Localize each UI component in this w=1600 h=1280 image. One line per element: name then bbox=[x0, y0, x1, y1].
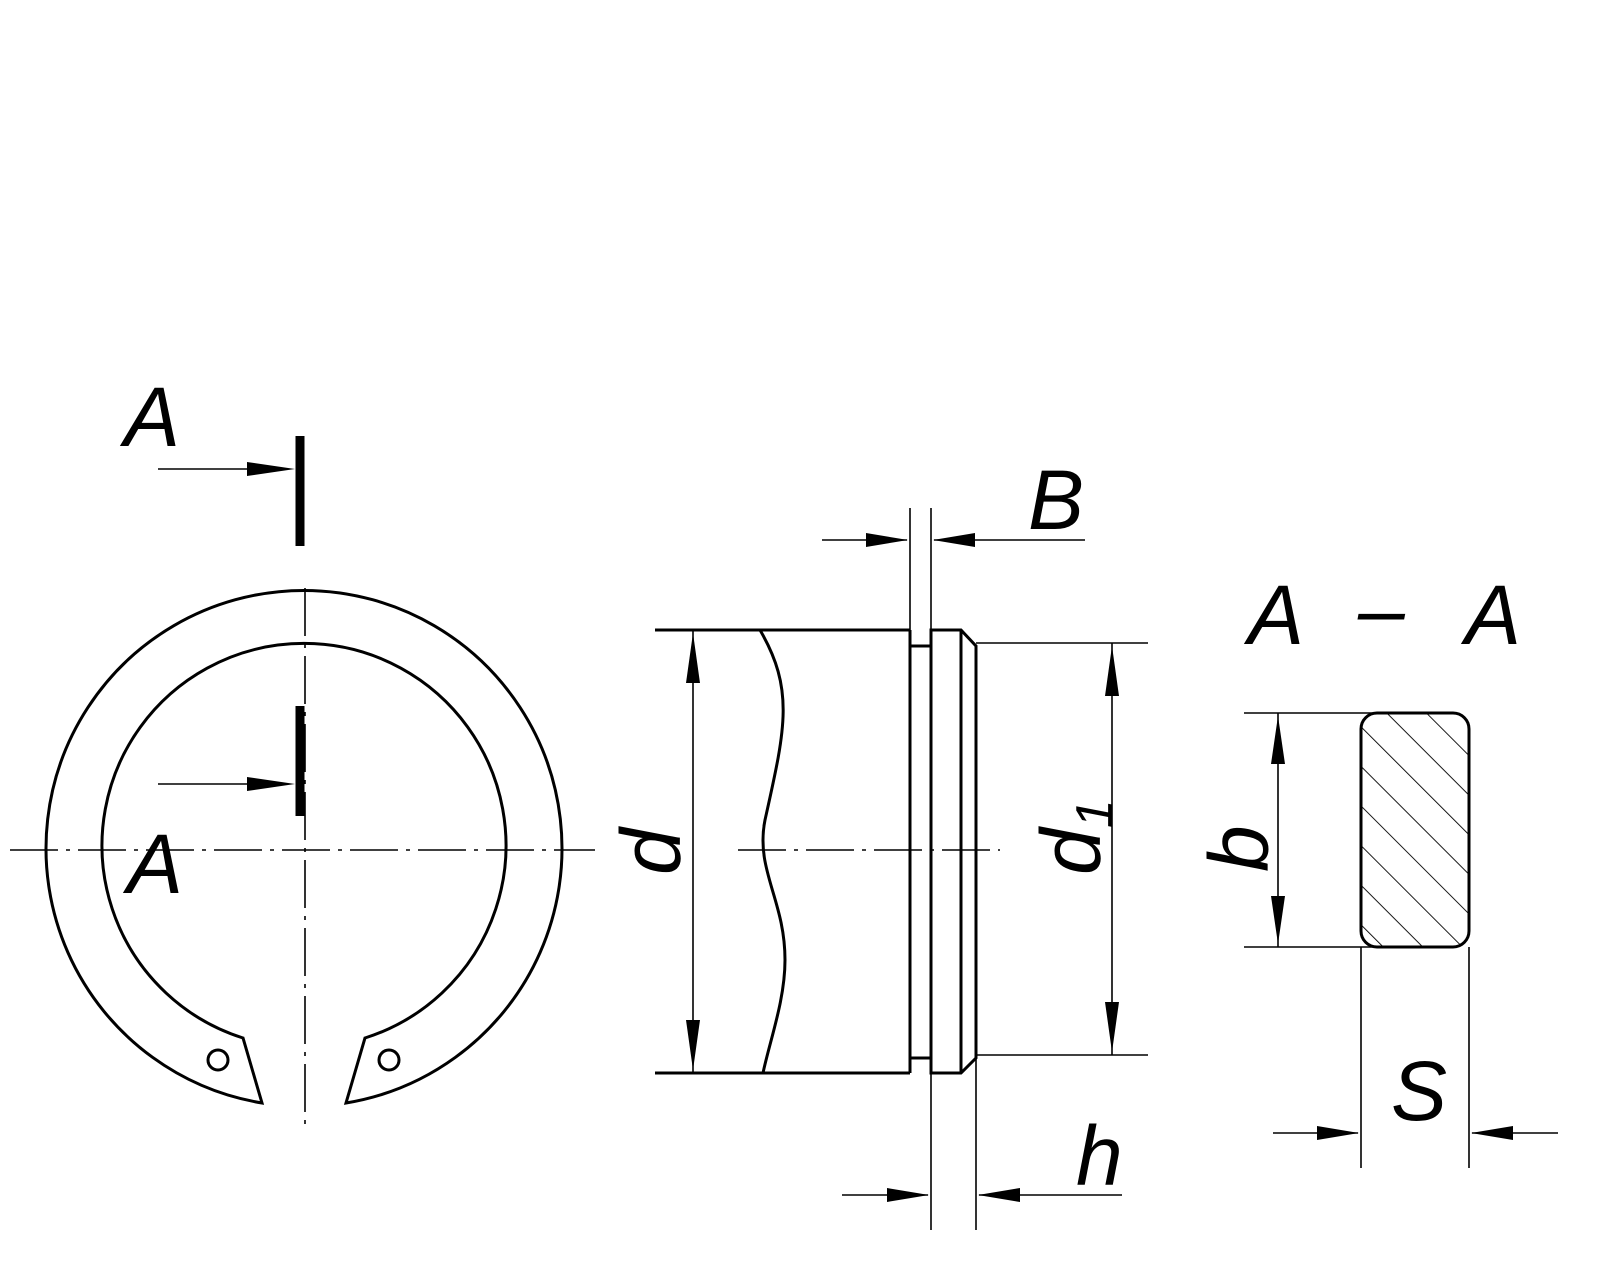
dim-d1-arrow-bottom bbox=[1105, 1002, 1119, 1052]
dim-b-arrow-top bbox=[1271, 716, 1285, 764]
dim-label-d1-sub: 1 bbox=[1066, 799, 1124, 828]
ring-lug-hole-right bbox=[377, 1048, 401, 1072]
dim-b-arrow-bottom bbox=[1271, 896, 1285, 944]
dim-d-arrow-top bbox=[686, 633, 700, 683]
dim-label-S: S bbox=[1391, 1044, 1447, 1138]
ring-lug-hole-left bbox=[206, 1048, 230, 1072]
shaft-side-view: d d1 B h bbox=[604, 453, 1148, 1230]
dim-d-arrow-bottom bbox=[686, 1020, 700, 1070]
dim-label-b: b bbox=[1192, 825, 1286, 872]
dim-h-arrow-left bbox=[887, 1188, 929, 1202]
dim-B-arrow-left bbox=[866, 533, 908, 547]
dim-label-h: h bbox=[1076, 1109, 1123, 1203]
section-arrow-head-top bbox=[247, 462, 295, 476]
ring-front-view: A A bbox=[10, 370, 595, 1128]
section-label-bottom: A bbox=[122, 817, 183, 911]
dim-h-arrow-right bbox=[978, 1188, 1020, 1202]
dim-d1-arrow-top bbox=[1105, 646, 1119, 696]
section-title-dash: – bbox=[1357, 562, 1406, 656]
ring-outline bbox=[44, 589, 564, 1105]
ring-in-groove bbox=[929, 628, 978, 1075]
section-a-a-view: A – A b S bbox=[1192, 562, 1558, 1168]
section-title-right: A bbox=[1460, 568, 1521, 662]
dim-B-arrow-right bbox=[933, 533, 975, 547]
dim-label-B: B bbox=[1028, 453, 1084, 547]
dim-S-arrow-left bbox=[1317, 1126, 1359, 1140]
section-hatched-profile bbox=[1359, 711, 1471, 949]
dim-S-arrow-right bbox=[1471, 1126, 1513, 1140]
shaft-break-line bbox=[758, 629, 787, 1074]
section-arrow-head-bottom bbox=[247, 777, 295, 791]
dim-label-d1: d1 bbox=[1024, 799, 1124, 875]
section-label-top: A bbox=[119, 370, 180, 464]
dim-label-d1-main: d bbox=[1024, 826, 1118, 875]
dim-label-d: d bbox=[604, 826, 698, 875]
section-title-left: A bbox=[1243, 568, 1304, 662]
